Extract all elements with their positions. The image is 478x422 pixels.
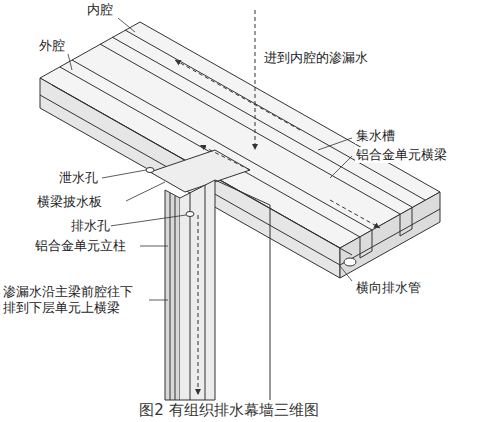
part-label: 排水孔 [70,218,111,234]
part-label: 横向排水管 [355,280,422,296]
part-label: 进到内腔的渗漏水 [263,50,369,66]
part-label: 铝合金单元立柱 [34,238,127,254]
part-label: 泄水孔 [58,170,99,186]
part-label: 铝合金单元横梁 [355,147,448,163]
part-label: 内腔 [86,2,114,18]
part-label: 外腔 [38,38,66,54]
figure-caption: 图2 有组织排水幕墙三维图 [139,401,318,419]
part-label: 横梁披水板 [36,194,103,210]
part-label: 渗漏水沿主梁前腔往下 排到下层单元上横梁 [2,284,149,316]
part-label: 集水槽 [355,128,396,144]
